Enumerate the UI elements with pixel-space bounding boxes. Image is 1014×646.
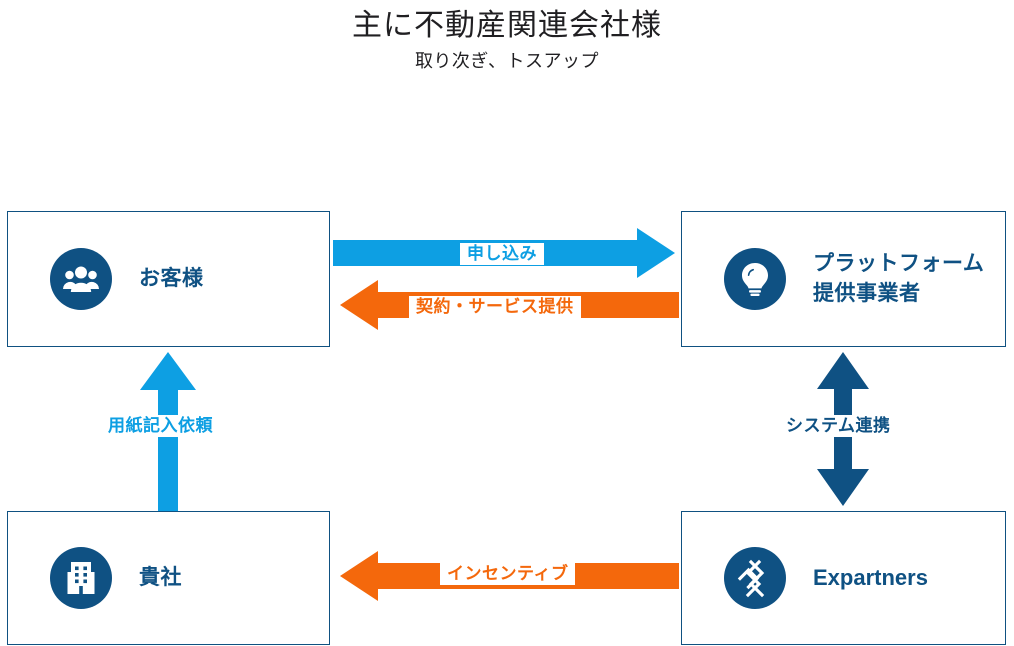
- building-icon: [50, 547, 112, 609]
- node-label-customer: お客様: [139, 267, 204, 290]
- node-label-your-company: 貴社: [139, 566, 182, 589]
- node-label-platform: プラットフォーム 提供事業者: [813, 252, 985, 305]
- arrow-label-system-link: システム連携: [779, 415, 898, 437]
- node-box-customer[interactable]: お客様: [7, 211, 330, 347]
- node-box-platform[interactable]: プラットフォーム 提供事業者: [681, 211, 1006, 347]
- expartners-logo-icon: [724, 547, 786, 609]
- node-box-your-company[interactable]: 貴社: [7, 511, 330, 645]
- node-label-expartners: Expartners: [813, 565, 928, 590]
- page-subtitle: 取り次ぎ、トスアップ: [414, 51, 600, 71]
- lightbulb-icon: [724, 248, 786, 310]
- arrow-label-apply: 申し込み: [460, 243, 544, 265]
- people-group-icon: [50, 248, 112, 310]
- arrow-label-incentive: インセンティブ: [440, 563, 576, 585]
- arrow-label-paper-request: 用紙記入依頼: [101, 415, 220, 437]
- arrow-label-contract-service: 契約・サービス提供: [409, 296, 581, 318]
- page-title: 主に不動産関連会社様: [352, 9, 662, 42]
- title-block: 主に不動産関連会社様 取り次ぎ、トスアップ: [0, 6, 1014, 74]
- node-box-expartners[interactable]: Expartners: [681, 511, 1006, 645]
